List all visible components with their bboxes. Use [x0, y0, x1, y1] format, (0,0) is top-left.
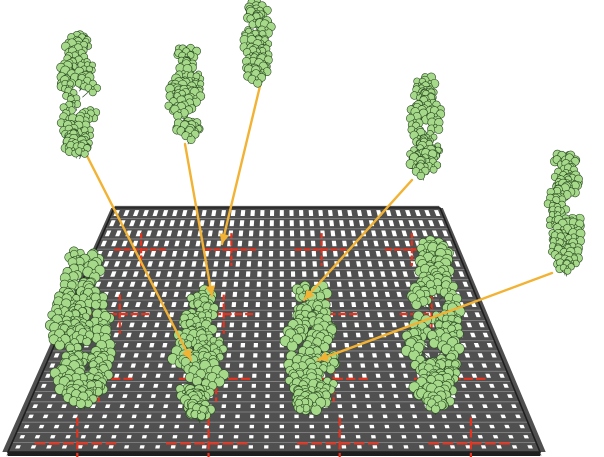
grid-row-bar [33, 387, 517, 395]
callout-arrow [316, 271, 554, 362]
grid-row-bar [108, 216, 445, 221]
grid-row-bar [19, 418, 529, 425]
grid-row-bar [82, 276, 471, 282]
grid-row-bar [46, 357, 504, 364]
grid-row-bar [73, 296, 479, 303]
arrow-head-icon [205, 285, 216, 296]
plant-icon [54, 28, 103, 160]
arrow-head-icon [219, 233, 230, 244]
grid-row-bar [10, 438, 538, 446]
plant-icon [239, 0, 278, 90]
grid-row-bar [24, 408, 525, 415]
crosshair-marker [297, 417, 383, 457]
arrow-head-icon [182, 348, 191, 360]
plant-icon [398, 233, 468, 416]
callout-arrow [219, 84, 262, 246]
sample-plants [54, 0, 587, 277]
crosshair-marker [34, 417, 120, 457]
callout-arrow [302, 178, 414, 302]
grid-row-bar [90, 256, 462, 262]
crosshair-marker [428, 417, 514, 457]
grid-row-bar [50, 347, 500, 354]
plant-icon [162, 42, 208, 146]
grid-row-bar [15, 428, 534, 436]
plant-icon [42, 244, 118, 411]
grid-row-bar [86, 266, 467, 272]
crosshair-marker [294, 233, 349, 266]
field-edge [8, 452, 540, 456]
arrow-head-icon [318, 351, 330, 362]
field-plants [42, 233, 468, 423]
grid-row-bar [99, 236, 454, 241]
grid-row-bar [104, 226, 450, 231]
crosshair-marker [165, 417, 252, 457]
grid-row-bar [77, 286, 475, 292]
grid-row-bar [37, 377, 513, 384]
plant-icon [403, 70, 447, 182]
grid-row-bar [55, 337, 496, 343]
grid-row-bar [28, 397, 521, 405]
plant-icon [542, 148, 587, 277]
grid-row-bar [59, 327, 492, 333]
callout-lines [82, 84, 554, 362]
plant-icon [164, 282, 232, 423]
callout-arrow [183, 142, 216, 298]
crosshair-marker [204, 233, 259, 266]
grid-row-bar [95, 246, 458, 251]
callout-arrow [82, 148, 193, 362]
arrow-head-icon [304, 289, 315, 300]
plant-icon [277, 278, 341, 419]
grid-row-bar [68, 307, 483, 313]
grid-row-bar [42, 367, 508, 374]
